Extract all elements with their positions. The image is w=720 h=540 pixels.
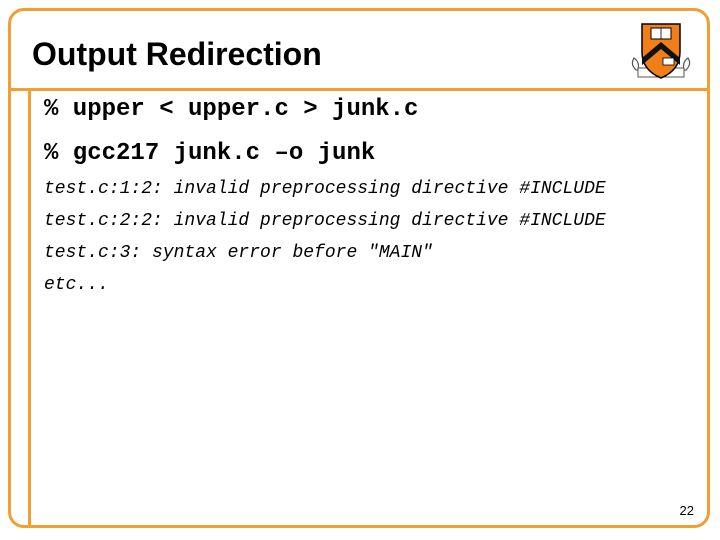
- page-number: 22: [679, 503, 694, 518]
- slide-frame: [8, 8, 710, 528]
- output-line-1: test.c:1:2: invalid preprocessing direct…: [44, 179, 606, 199]
- title-divider: [8, 88, 710, 91]
- left-divider: [28, 88, 31, 528]
- output-line-4: etc...: [44, 275, 109, 295]
- slide-title: Output Redirection: [32, 36, 322, 72]
- command-line-1: % upper < upper.c > junk.c: [44, 96, 419, 123]
- output-line-2: test.c:2:2: invalid preprocessing direct…: [44, 211, 606, 231]
- princeton-shield-icon: [626, 18, 696, 88]
- output-line-3: test.c:3: syntax error before "MAIN": [44, 243, 433, 263]
- command-line-2: % gcc217 junk.c –o junk: [44, 140, 376, 167]
